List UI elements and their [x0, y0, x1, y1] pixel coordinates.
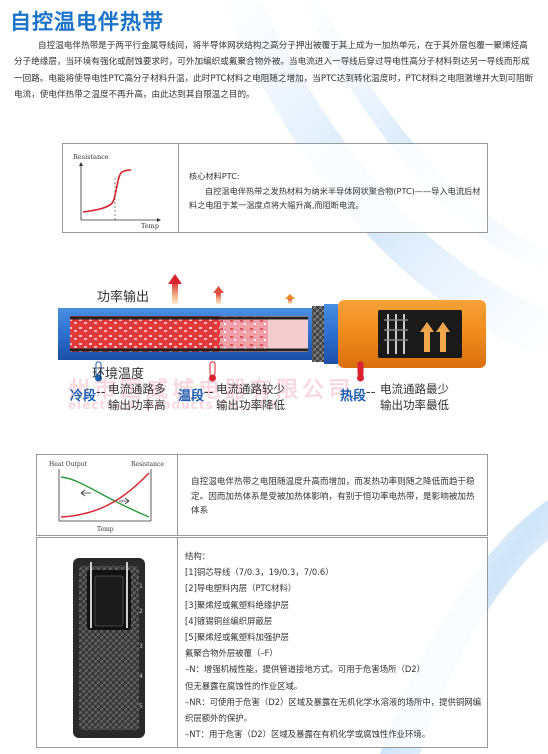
heat-arrow-small: [285, 294, 295, 304]
output-info-box: Heat Output Resistance Temp 自控温电伴热带之电阻随温…: [36, 454, 488, 536]
chart-arrow-y: [79, 162, 83, 166]
structure-box-divider: [177, 538, 178, 747]
ptc-heading: 核心材料PTC:: [189, 171, 240, 181]
structure-heading: 结构：: [185, 551, 211, 561]
output-body: 自控温电伴热带之电阻随温度升高而增加，而发热功率则随之降低而趋于稳定。因而加热体…: [191, 477, 475, 517]
cold-section-label: 冷段: [70, 389, 97, 404]
structure-item: [2]导电塑料内层（PTC材料）: [185, 583, 297, 594]
svg-text:2: 2: [139, 608, 143, 615]
cable-end-window: [378, 310, 462, 358]
thermometer-warm: [209, 361, 216, 382]
structure-list: 结构： [1]铜芯导线（7/0.3，19/0.3，7/0.6） [2]导电塑料内…: [185, 548, 485, 742]
ptc-core-cold-zone: [136, 316, 220, 352]
page-title: 自控温电伴热带: [10, 10, 164, 34]
ptc-core-hot-zone: [70, 316, 136, 352]
warm-section-desc-1: 电流通路较少: [216, 382, 285, 396]
intro-paragraph: 自控温电伴热带是于两平行金属导线间，将半导体网状结构之高分子押出被覆于其上成为一…: [14, 41, 534, 101]
chart-xlabel: Temp: [141, 222, 159, 230]
cable-inner-layer: [324, 304, 338, 364]
chart-arrow-x: [157, 218, 161, 222]
env-temp-label: 环境温度: [92, 367, 145, 382]
svg-text:5: 5: [139, 703, 143, 710]
structure-item: 但无暴露在腐蚀性的作业区域。: [185, 680, 303, 691]
thermometer-hot: [357, 361, 364, 382]
resistance-curve-2: [60, 472, 150, 518]
cable-structure-photo: 1 2 3 4 5: [73, 558, 145, 738]
structure-item: [1]铜芯导线（7/0.3，19/0.3，7/0.6）: [185, 567, 334, 578]
ptc-body: 自控温电伴热带之发热材料为纳米半导体网状聚合物(PTC)——导入电流后材料之电阻…: [189, 185, 481, 211]
ptc-box-divider: [178, 144, 179, 232]
structure-item: [5]聚烯烃或氟塑料加强护层: [185, 632, 289, 643]
arrow-left-icon: [80, 489, 91, 497]
svg-text:3: 3: [139, 643, 143, 650]
structure-item: [4]镀锡铜丝编织屏蔽层: [185, 615, 273, 626]
chart-ylabel-right: Resistance: [131, 461, 164, 468]
warm-section-sep: --: [204, 385, 214, 400]
ptc-core-hot-end: [268, 316, 308, 352]
svg-text:4: 4: [139, 673, 143, 680]
resistance-curve: [82, 169, 132, 213]
structure-item: 氟聚合物外层被覆（–F）: [185, 648, 278, 659]
output-box-divider: [177, 455, 178, 535]
svg-text:1: 1: [139, 583, 143, 590]
warm-section-desc-2: 输出功率降低: [216, 398, 285, 412]
structure-item: –N：增强机械性能，提供管道接地方式。可用于危害场所（D2）: [185, 664, 425, 675]
thermometer-cold: [95, 361, 102, 382]
ptc-info-box: Resistance Temp 核心材料PTC: 自控温电伴热带之发热材料为纳米…: [62, 143, 488, 233]
power-output-label: 功率输出: [97, 290, 150, 305]
heat-output-curve: [60, 476, 150, 518]
chart-ylabel-left: Heat Output: [49, 461, 88, 468]
structure-item: –NR：可使用于危害（D2）区域及暴露在无机化学水溶液的场所中，提供铜网编织层额…: [185, 696, 482, 724]
end-window-wires: [384, 314, 408, 354]
watermark-cn: 州市国威城电器有限公司: [68, 378, 355, 403]
chart-xlabel: Temp: [97, 526, 114, 533]
hot-section-sep: --: [366, 385, 376, 400]
output-resistance-chart: Heat Output Resistance Temp: [49, 461, 164, 533]
structure-info-box: 1 2 3 4 5 结构： [1]铜芯导线（7/0.3，19/0.3，7/0.6…: [36, 537, 488, 748]
watermark-en: electrical products CO.,LTD: [68, 398, 278, 412]
hot-section-desc-1: 电流通路最少: [380, 382, 449, 396]
structure-item: [3]聚烯烃或氟塑料绝缘护层: [185, 599, 289, 610]
resistance-temp-chart: Resistance Temp: [73, 153, 161, 230]
structure-item: –NT：用于危害（D2）区域及暴露在有机化学或腐蚀性作业环境。: [185, 729, 431, 740]
cold-section-sep: --: [96, 385, 106, 400]
arrow-right-icon: [119, 497, 130, 505]
cold-section-desc-1: 电流通路多: [108, 382, 166, 396]
hot-section-label: 热段: [340, 389, 367, 404]
ptc-text: 核心材料PTC: 自控温电伴热带之发热材料为纳米半导体网状聚合物(PTC)——导…: [189, 169, 485, 213]
warm-section-label: 温段: [178, 389, 205, 404]
watermark: 州市国威城电器有限公司 electrical products CO.,LTD: [68, 372, 498, 418]
cold-section-desc-2: 输出功率高: [108, 398, 166, 412]
chart-ylabel: Resistance: [73, 153, 109, 161]
cable-braid-layer: [312, 306, 326, 362]
hot-section-desc-2: 输出功率最低: [380, 398, 449, 412]
heat-arrow-medium: [213, 286, 224, 304]
heat-arrow-large: [168, 274, 182, 304]
ptc-core-warm-zone: [220, 316, 268, 352]
